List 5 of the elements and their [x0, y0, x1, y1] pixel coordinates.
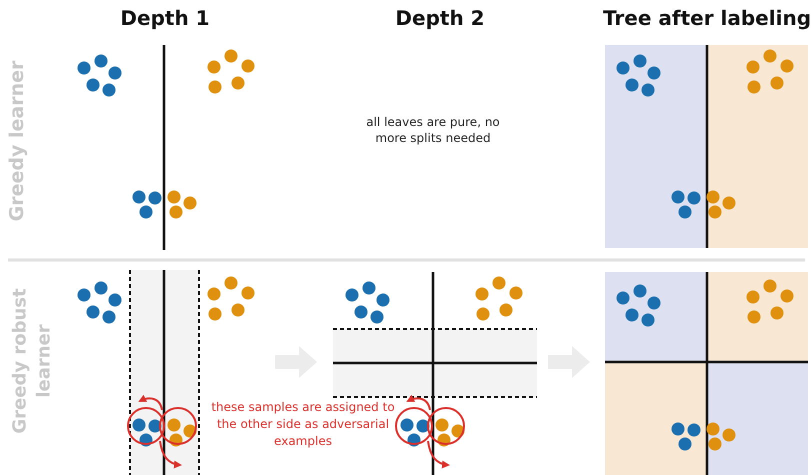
- annotation-text: these samples are assigned to the other side as adversarial examples: [210, 398, 396, 450]
- column-heading: Depth 2: [394, 6, 486, 30]
- note-text: all leaves are pure, no more splits needed: [365, 114, 501, 146]
- column-heading: Tree after labeling: [602, 6, 811, 30]
- column-heading: Depth 1: [119, 6, 211, 30]
